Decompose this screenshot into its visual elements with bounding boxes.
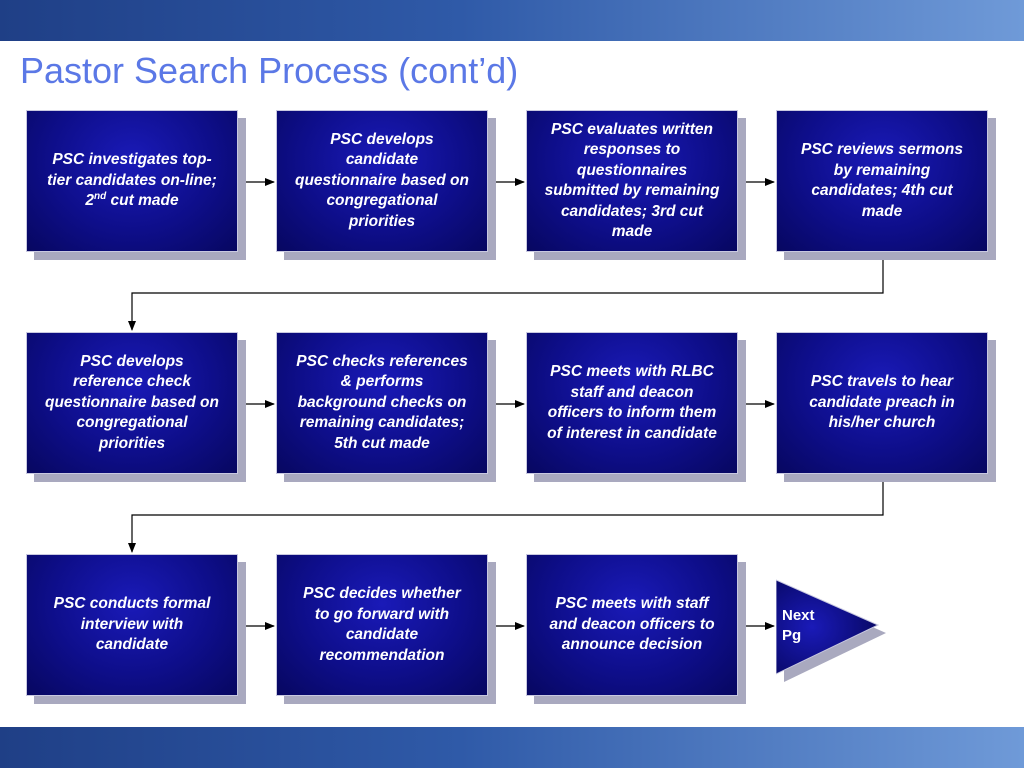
step-8-box: PSC travels to hear candidate preach in … [776, 332, 988, 474]
step-1-number: 2 [85, 192, 95, 210]
step-5-box: PSC develops reference check questionnai… [26, 332, 238, 474]
step-1-superscript: nd [94, 191, 107, 203]
step-4-text: PSC reviews sermons by remaining candida… [801, 141, 963, 220]
step-3-box: PSC evaluates written responses to quest… [526, 110, 738, 252]
step-4-box: PSC reviews sermons by remaining candida… [776, 110, 988, 252]
step-3-text: PSC evaluates written responses to quest… [544, 120, 720, 241]
step-1-label: PSC investigates top- tier candidates on… [47, 150, 217, 212]
step-11-box: PSC meets with staff and deacon officers… [526, 554, 738, 696]
step-9-box: PSC conducts formal interview with candi… [26, 554, 238, 696]
step-1-box: PSC investigates top- tier candidates on… [26, 110, 238, 252]
step-6-box: PSC checks references & performs backgro… [276, 332, 488, 474]
step-8-text: PSC travels to hear candidate preach in … [809, 373, 955, 432]
step-5-text: PSC develops reference check questionnai… [45, 352, 219, 452]
step-9-text: PSC conducts formal interview with candi… [53, 595, 211, 654]
step-1-text: PSC investigates top- tier candidates on… [47, 151, 217, 189]
step-7-box: PSC meets with RLBC staff and deacon off… [526, 332, 738, 474]
next-page-arrow[interactable] [776, 578, 886, 688]
arrow-4-5 [128, 254, 884, 331]
step-7-text: PSC meets with RLBC staff and deacon off… [547, 363, 717, 442]
step-1-tail: cut made [106, 192, 179, 210]
next-page-label[interactable]: Next Pg [782, 607, 815, 644]
page-title: Pastor Search Process (cont’d) [20, 50, 519, 91]
step-2-box: PSC develops candidate questionnaire bas… [276, 110, 488, 252]
step-10-box: PSC decides whether to go forward with c… [276, 554, 488, 696]
step-10-text: PSC decides whether to go forward with c… [303, 585, 461, 664]
top-banner [0, 0, 1024, 41]
arrow-8-9 [128, 476, 884, 553]
bottom-banner [0, 727, 1024, 768]
step-6-text: PSC checks references & performs backgro… [296, 352, 468, 452]
step-11-text: PSC meets with staff and deacon officers… [549, 595, 715, 654]
step-2-text: PSC develops candidate questionnaire bas… [295, 130, 469, 230]
